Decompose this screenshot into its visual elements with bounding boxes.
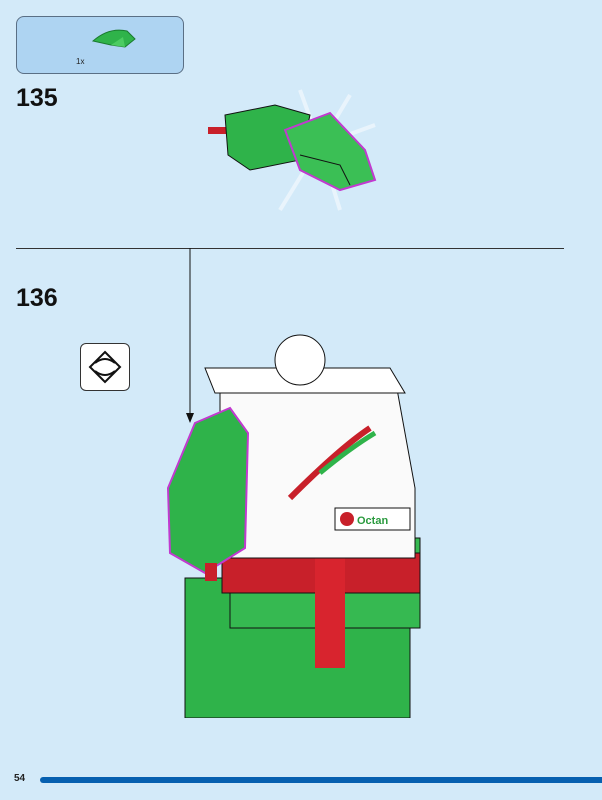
step-number-136: 136 — [16, 284, 58, 312]
step-135-assembly-illustration — [208, 89, 377, 212]
part-quantity: 1x — [76, 57, 85, 66]
page-number: 54 — [14, 773, 26, 784]
footer-bar — [40, 777, 602, 783]
step-136-assembly-illustration: Octan — [166, 248, 421, 718]
step-divider — [16, 248, 564, 249]
octan-logo: Octan — [357, 515, 388, 527]
rotate-model-icon — [80, 343, 130, 391]
parts-callout: 1x — [16, 16, 184, 74]
curved-slope-part-icon — [91, 29, 136, 48]
step-number-135: 135 — [16, 84, 58, 112]
